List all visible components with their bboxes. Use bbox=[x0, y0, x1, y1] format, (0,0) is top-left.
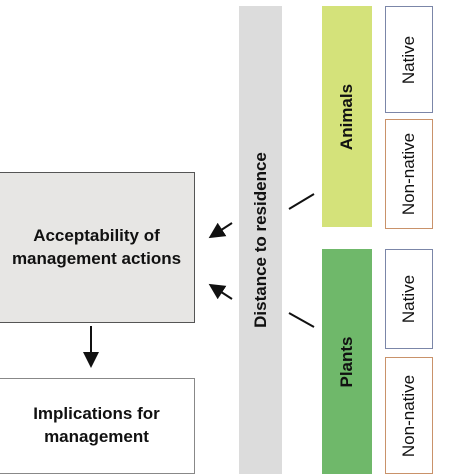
plants-non-native-box: Non-native bbox=[385, 357, 433, 474]
plants-non-native-label: Non-native bbox=[399, 374, 418, 457]
arrow-to-acceptability-upper bbox=[208, 222, 233, 239]
plants-native-label: Native bbox=[399, 274, 418, 324]
acceptability-box: Acceptability of management actions bbox=[0, 172, 195, 323]
animals-label: Animals bbox=[337, 83, 356, 150]
plants-native-box: Native bbox=[385, 249, 433, 349]
animals-non-native-box: Non-native bbox=[385, 119, 433, 229]
animals-non-native-label: Non-native bbox=[399, 132, 418, 216]
implications-box: Implications for management bbox=[0, 378, 195, 474]
connector-plants-to-distance bbox=[288, 312, 315, 328]
plants-bar: Plants bbox=[322, 249, 372, 474]
animals-bar: Animals bbox=[322, 6, 372, 227]
plants-label: Plants bbox=[337, 335, 356, 388]
distance-to-residence-bar: Distance to residence bbox=[239, 6, 282, 474]
arrow-to-acceptability-lower bbox=[208, 283, 233, 300]
implications-label: Implications for management bbox=[33, 404, 160, 446]
acceptability-label: Acceptability of management actions bbox=[11, 225, 182, 268]
connector-animals-to-distance bbox=[288, 193, 315, 210]
animals-native-label: Native bbox=[399, 35, 418, 84]
distance-label: Distance to residence bbox=[250, 152, 270, 328]
animals-native-box: Native bbox=[385, 6, 433, 113]
